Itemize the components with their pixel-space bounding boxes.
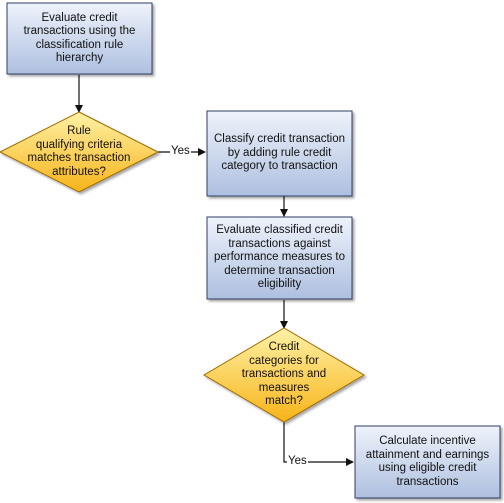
category-yes-label: Yes bbox=[287, 455, 308, 468]
connector-category-yes-to-calculate bbox=[283, 422, 354, 466]
calculate-incentive-label: Calculate incentive attainment and earni… bbox=[365, 435, 490, 488]
evaluate-hierarchy-label: Evaluate credit transactions using the c… bbox=[23, 11, 136, 65]
decision-diamond-rule bbox=[0, 111, 160, 193]
process-box-calculate-incentive bbox=[354, 425, 501, 499]
category-decision-label: Credit categories for transactions and m… bbox=[241, 341, 327, 408]
rule-yes-label: Yes bbox=[170, 145, 191, 158]
rule-decision-label: Rule qualifying criteria matches transac… bbox=[27, 125, 131, 178]
process-box-evaluate-hierarchy bbox=[6, 2, 153, 75]
decision-diamond-category bbox=[203, 327, 365, 423]
process-box-classify-transaction bbox=[206, 110, 353, 197]
classify-transaction-label: Classify credit transaction by adding ru… bbox=[213, 133, 346, 173]
evaluate-measures-label: Evaluate classified credit transactions … bbox=[213, 224, 346, 291]
connectors bbox=[75, 75, 354, 466]
process-box-evaluate-measures bbox=[206, 216, 353, 300]
